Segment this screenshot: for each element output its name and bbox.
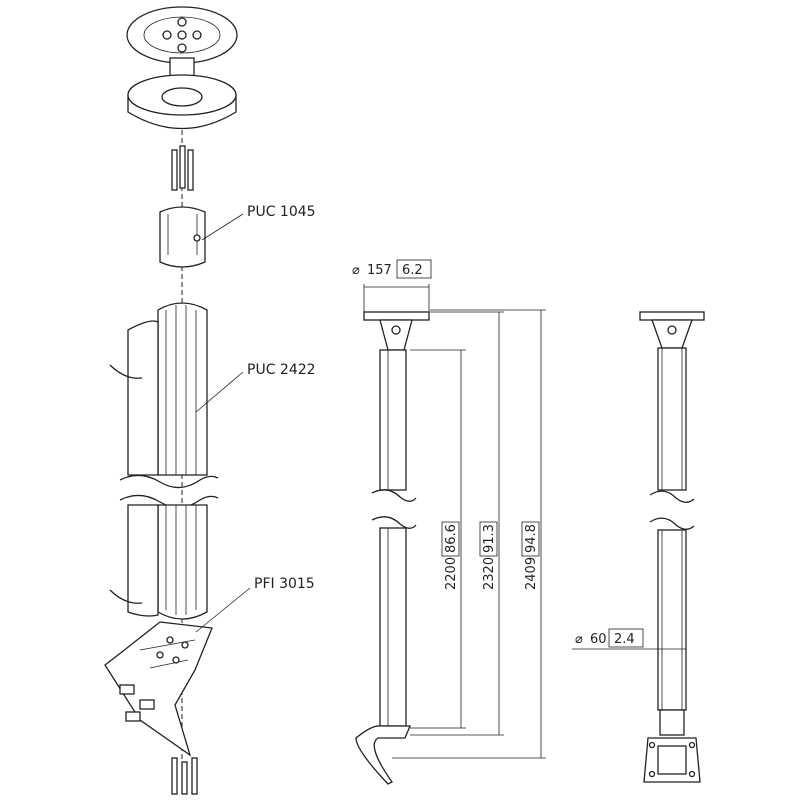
- label-puc2422: PUC 2422: [247, 362, 316, 378]
- label-puc1045: PUC 1045: [247, 204, 316, 220]
- front-top-plate: [363, 311, 430, 321]
- front-bracket: [355, 725, 411, 785]
- ceiling-plate: [126, 6, 238, 77]
- dim-2409-mm: 2409: [524, 557, 539, 590]
- dim-top-diameter-in: 6.2: [402, 263, 423, 278]
- cover-ring: [127, 74, 237, 130]
- dim-top-diameter-mm: 157: [367, 263, 392, 278]
- dim-tube-diameter-in: 2.4: [614, 632, 635, 647]
- label-pfi3015: PFI 3015: [254, 576, 315, 592]
- dim-2409: 2409 94.8: [392, 309, 546, 759]
- dim-2409-in: 94.8: [524, 524, 539, 553]
- leader-puc2422: [195, 371, 244, 413]
- tube-upper: [109, 302, 244, 476]
- side-bracket: [643, 709, 701, 783]
- side-tube-upper: [657, 347, 687, 491]
- break-mark-top: [119, 474, 219, 489]
- front-view: ⌀ 157 6.2 2200 86.6 2320 91.3: [352, 259, 546, 785]
- leader-puc1045: [201, 213, 244, 241]
- leader-pfi3015: [195, 587, 251, 633]
- side-top-plate: [639, 311, 705, 321]
- dim-2200: 2200 86.6: [410, 349, 466, 729]
- front-tube-lower: [379, 527, 407, 727]
- dim-2320-mm: 2320: [482, 557, 497, 590]
- dim-2200-in: 86.6: [444, 524, 459, 553]
- pfi3015-bracket: [104, 587, 251, 757]
- dim-2320-in: 91.3: [482, 524, 497, 553]
- dim-tube-diameter-mm: 60: [590, 632, 607, 647]
- side-tube-lower: [657, 529, 687, 711]
- puc1045-adapter: [159, 206, 244, 268]
- bolts-bottom: [171, 757, 198, 795]
- dim-tube-diameter-symbol: ⌀: [575, 632, 583, 647]
- front-tube-upper: [379, 349, 407, 491]
- tube-lower: [109, 504, 208, 620]
- dim-2320: 2320 91.3: [410, 311, 504, 736]
- dim-top-diameter-symbol: ⌀: [352, 263, 360, 278]
- dim-2200-mm: 2200: [444, 557, 459, 590]
- exploded-view: PUC 1045 PUC 2422: [104, 6, 316, 795]
- side-view: ⌀ 60 2.4: [572, 311, 705, 783]
- bolts-top: [171, 145, 194, 191]
